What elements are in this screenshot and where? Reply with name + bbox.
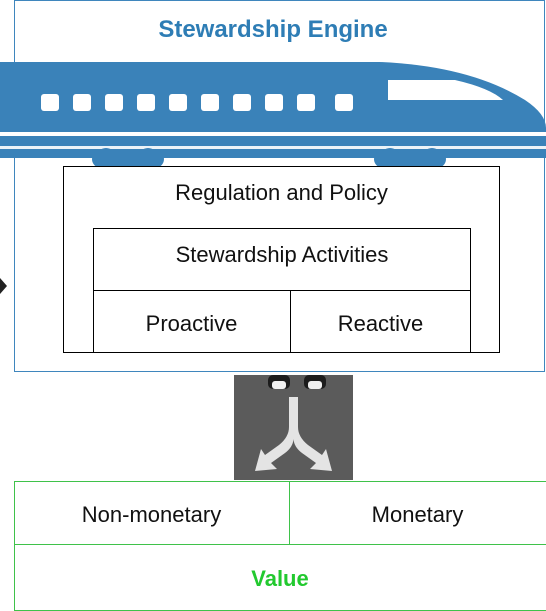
value-type-divider bbox=[289, 481, 290, 544]
regulation-policy-label: Regulation and Policy bbox=[175, 180, 388, 205]
proactive-label: Proactive bbox=[145, 311, 238, 336]
crossroad-arrows-icon bbox=[234, 375, 353, 480]
activity-type-divider bbox=[290, 290, 291, 353]
stewardship-activities-label: Stewardship Activities bbox=[175, 242, 389, 267]
left-arrow-icon bbox=[0, 278, 7, 294]
monetary-label: Monetary bbox=[371, 502, 464, 527]
reactive-label: Reactive bbox=[337, 311, 424, 336]
value-panel bbox=[14, 481, 546, 611]
value-label: Value bbox=[251, 566, 309, 591]
engine-title: Stewardship Engine bbox=[158, 16, 388, 43]
activities-divider bbox=[93, 290, 471, 291]
non-monetary-label: Non-monetary bbox=[81, 502, 222, 527]
value-divider bbox=[14, 544, 546, 545]
train-icon bbox=[0, 62, 546, 168]
